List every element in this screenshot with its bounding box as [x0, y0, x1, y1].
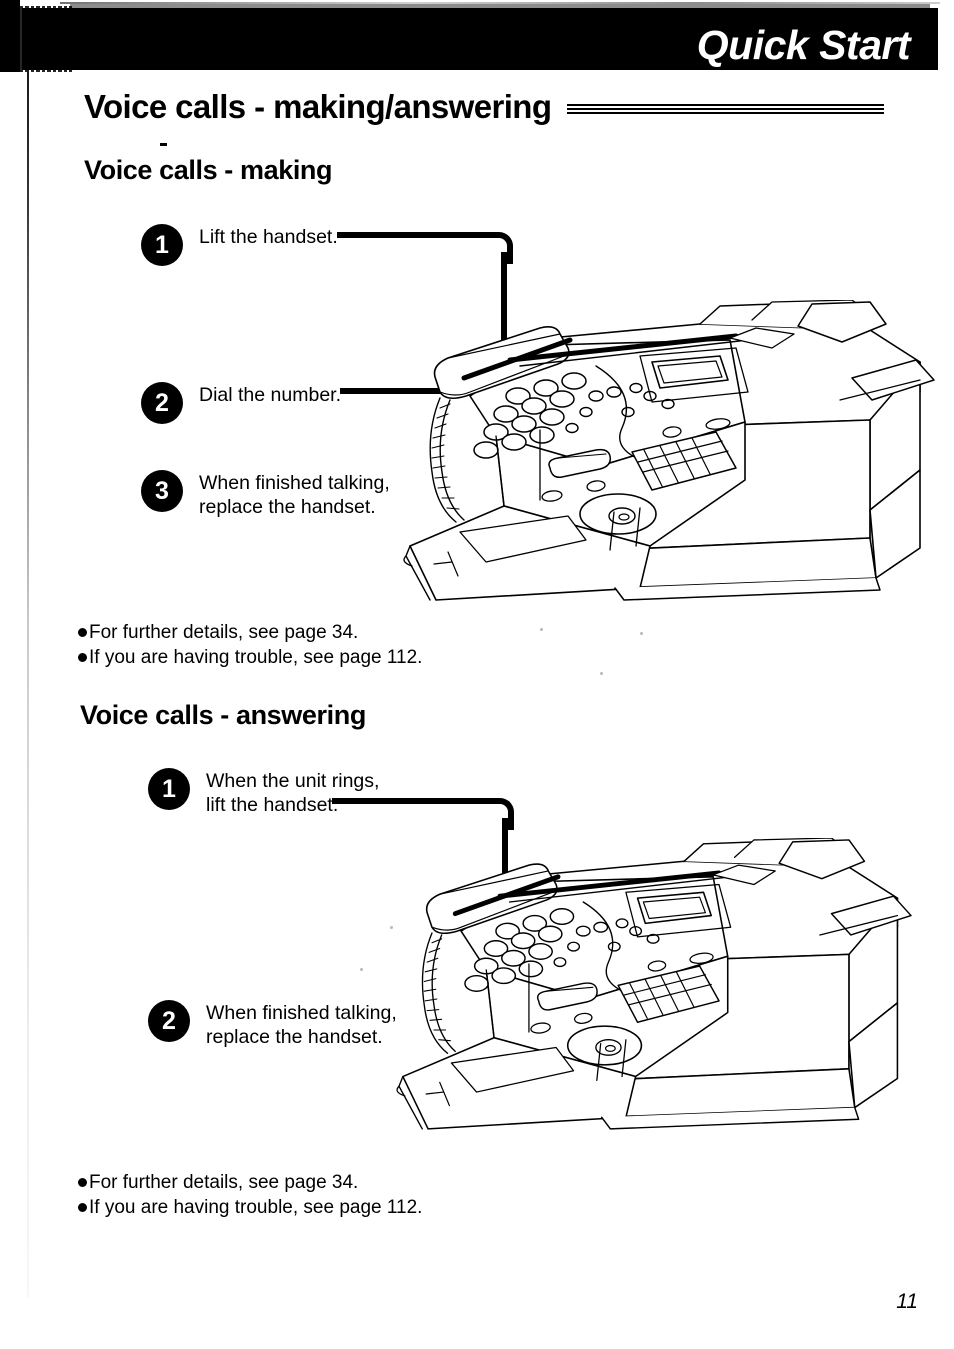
- bullet-icon: [78, 1178, 87, 1187]
- section-heading-making: Voice calls - making: [84, 155, 333, 185]
- note-text: For further details, see page 34.: [89, 622, 359, 643]
- step-label: When finished talking, replace the hands…: [199, 472, 390, 518]
- note-text: If you are having trouble, see page 112.: [89, 647, 423, 669]
- section-heading-answering: Voice calls - answering: [80, 700, 366, 730]
- scan-artifact-top-edge: [60, 2, 940, 4]
- page-title: Voice calls - making/answering: [84, 88, 552, 125]
- step-label: When finished talking, replace the hands…: [206, 1002, 397, 1048]
- step-label: Dial the number.: [199, 384, 341, 406]
- scan-dust: [640, 632, 643, 635]
- scan-dust: [390, 926, 393, 929]
- scan-artifact-left-black: [0, 0, 20, 72]
- header-bar: Quick Start: [22, 4, 938, 70]
- step-answering-2: 2 When finished talking, replace the han…: [148, 1000, 397, 1050]
- bullet-icon: [78, 653, 87, 663]
- header-title: Quick Start: [696, 22, 911, 68]
- step-number-badge: 1: [148, 768, 190, 810]
- step-number-badge: 2: [141, 382, 183, 424]
- note-item: For further details, see page 34.: [78, 1170, 422, 1195]
- scan-artifact-tick: [160, 143, 167, 146]
- scan-artifact-vertical-line: [27, 68, 29, 1298]
- fax-machine-illustration-making: [400, 300, 940, 630]
- fax-machine-illustration-answering: [375, 838, 935, 1158]
- page-title-row: Voice calls - making/answering: [84, 88, 884, 126]
- scan-dust: [540, 628, 543, 631]
- step-number-badge: 2: [148, 1000, 190, 1042]
- bullet-icon: [78, 628, 87, 637]
- note-item: If you are having trouble, see page 112.: [78, 1195, 422, 1220]
- page-number: 11: [896, 1290, 918, 1313]
- note-text: If you are having trouble, see page 112.: [89, 1197, 423, 1219]
- bullet-icon: [78, 1203, 87, 1213]
- note-item: For further details, see page 34.: [78, 620, 422, 645]
- notes-making: For further details, see page 34. If you…: [78, 620, 422, 670]
- note-text: For further details, see page 34.: [89, 1172, 359, 1193]
- step-label: When the unit rings, lift the handset.: [206, 770, 380, 816]
- note-item: If you are having trouble, see page 112.: [78, 645, 422, 670]
- step-making-3: 3 When finished talking, replace the han…: [141, 470, 390, 520]
- scan-dust: [600, 672, 603, 675]
- step-making-1: 1 Lift the handset.: [141, 224, 338, 266]
- notes-answering: For further details, see page 34. If you…: [78, 1170, 422, 1220]
- step-label: Lift the handset.: [199, 226, 338, 248]
- step-number-badge: 3: [141, 470, 183, 512]
- step-making-2: 2 Dial the number.: [141, 382, 341, 424]
- title-rule: [567, 103, 884, 115]
- step-answering-1: 1 When the unit rings, lift the handset.: [148, 768, 379, 818]
- scan-dust: [360, 968, 363, 971]
- step-number-badge: 1: [141, 224, 183, 266]
